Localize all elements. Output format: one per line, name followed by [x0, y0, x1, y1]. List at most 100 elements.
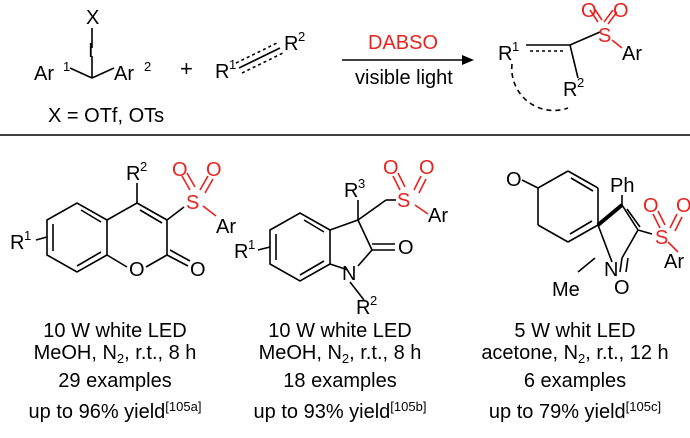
spiro-ar: Ar: [664, 251, 684, 273]
coumarin-r1-sup: 1: [24, 228, 31, 243]
product-so-bond1b: [607, 11, 618, 25]
product-so-bond2b: [593, 7, 603, 21]
x-note: X = OTf, OTs: [48, 105, 164, 127]
reaction-arrow-head: [462, 55, 474, 65]
reactant1-x: X: [86, 7, 99, 29]
oxindole-n: N: [342, 263, 356, 285]
spiro-conditions: 5 W whit LED acetone, N2, r.t., 12 h 6 e…: [460, 320, 690, 423]
oxindole-skeleton: [257, 199, 395, 301]
oxindole-r2-sup: 2: [370, 293, 377, 308]
spiro-examples: 6 examples: [523, 370, 627, 392]
bond-i-ar2: [91, 67, 115, 79]
coumarin-carbonyl-o: O: [190, 259, 206, 281]
product-so-bond2: [589, 9, 599, 23]
oxindole-r3: R: [344, 180, 358, 202]
oxindole-o1: O: [383, 157, 399, 179]
reactant1-ar1: Ar: [34, 63, 54, 85]
oxindole-s: S: [397, 190, 410, 212]
oxindole-o: O: [398, 237, 414, 259]
product-o2: O: [613, 0, 629, 22]
spiro-light: 5 W whit LED: [514, 320, 636, 342]
reactant2-r1: R: [215, 61, 229, 83]
product-s: S: [598, 25, 611, 47]
bond-i-ar1: [69, 67, 93, 79]
spiro-me: Me: [552, 279, 580, 301]
oxindole-so2-bonds: [392, 172, 429, 215]
coumarin-skeleton: [35, 183, 191, 273]
oxindole-yield-text: up to 93% yield: [253, 401, 391, 423]
spiro-ph: Ph: [610, 175, 634, 197]
spiro-o2: O: [676, 195, 690, 217]
reactant1-ar2: Ar: [114, 63, 134, 85]
product-o1: O: [581, 0, 597, 22]
oxindole-solvent-b: , r.t., 8 h: [349, 342, 422, 364]
spiro-lactam-o: O: [614, 277, 630, 299]
spiro-solvent: acetone, N2, r.t., 12 h: [460, 342, 690, 370]
product-r2: R: [563, 79, 577, 101]
spiro-yield: up to 79% yield[105c]: [460, 396, 690, 423]
coumarin-solvent-b: , r.t., 8 h: [124, 342, 197, 364]
spiro-wedge-bond: [596, 203, 624, 227]
spiro-solvent-sub: 2: [578, 351, 586, 366]
alkyne-bond: [238, 47, 281, 69]
oxindole-r2: R: [356, 297, 370, 319]
oxindole-conditions: 10 W white LED MeOH, N2, r.t., 8 h 18 ex…: [225, 320, 455, 423]
coumarin-conditions: 10 W white LED MeOH, N2, r.t., 8 h 29 ex…: [0, 320, 230, 423]
alkyne-bond-dashed-2: [241, 52, 284, 74]
product-c-r2-bond: [569, 44, 579, 79]
reactant1-ar1-sup: 1: [63, 59, 70, 74]
coumarin-yield: up to 96% yield[105a]: [0, 396, 230, 423]
spiro-o1: O: [643, 195, 659, 217]
spiro-yield-ref: [105c]: [625, 399, 662, 414]
product-so-bond1: [603, 9, 614, 23]
coumarin-o2: O: [206, 159, 222, 181]
oxindole-light: 10 W white LED: [268, 320, 412, 342]
oxindole-yield: up to 93% yield[105b]: [225, 396, 455, 423]
oxindole-solvent-sub: 2: [341, 351, 350, 366]
oxindole-o2: O: [419, 157, 435, 179]
product-c-s-bond: [569, 31, 601, 46]
product-r2-sup: 2: [577, 75, 584, 90]
coumarin-ring-o: O: [129, 259, 145, 281]
oxindole-solvent: MeOH, N2, r.t., 8 h: [225, 342, 455, 370]
product-s-ar-bond: [611, 39, 623, 49]
plus-sign: +: [180, 56, 193, 81]
reactant1-ar2-sup: 2: [144, 59, 151, 74]
product-r1-sup: 1: [512, 39, 519, 54]
reactant2-r2-sup: 2: [298, 29, 305, 44]
coumarin-yield-ref: [105a]: [165, 399, 202, 414]
coumarin-r1: R: [10, 232, 24, 254]
spiro-ketone-o: O: [506, 169, 522, 191]
coumarin-light: 10 W white LED: [43, 320, 187, 342]
spiro-solvent-b: , r.t., 12 h: [585, 342, 669, 364]
spiro-s: S: [655, 227, 668, 249]
coumarin-yield-text: up to 96% yield: [28, 401, 166, 423]
coumarin-r2: R: [126, 163, 140, 185]
coumarin-solvent: MeOH, N2, r.t., 8 h: [0, 342, 230, 370]
oxindole-r1: R: [234, 241, 248, 263]
oxindole-yield-ref: [105b]: [390, 399, 427, 414]
reactant1-i: I: [88, 40, 94, 62]
spiro-skeleton: [521, 170, 653, 273]
coumarin-so2-bonds: [181, 172, 217, 217]
condition-visible-light: visible light: [355, 67, 453, 89]
reactant2-r1-sup: 1: [229, 57, 236, 72]
coumarin-solvent-a: MeOH, N: [33, 342, 117, 364]
coumarin-r2-sup: 2: [140, 159, 147, 174]
spiro-solvent-a: acetone, N: [481, 342, 579, 364]
oxindole-ar: Ar: [428, 205, 448, 227]
coumarin-ar: Ar: [216, 216, 236, 238]
coumarin-s: S: [186, 192, 199, 214]
coumarin-o1: O: [172, 159, 188, 181]
oxindole-r1-sup: 1: [248, 237, 255, 252]
coumarin-examples: 29 examples: [58, 370, 172, 392]
oxindole-r3-sup: 3: [358, 176, 365, 191]
alkyne-bond-dashed: [235, 42, 278, 64]
reagent-dabso: DABSO: [368, 32, 438, 54]
spiro-so2-bonds: [652, 210, 683, 253]
product-r1: R: [498, 43, 512, 65]
product-ar: Ar: [622, 43, 642, 65]
oxindole-examples: 18 examples: [283, 370, 397, 392]
oxindole-solvent-a: MeOH, N: [258, 342, 342, 364]
